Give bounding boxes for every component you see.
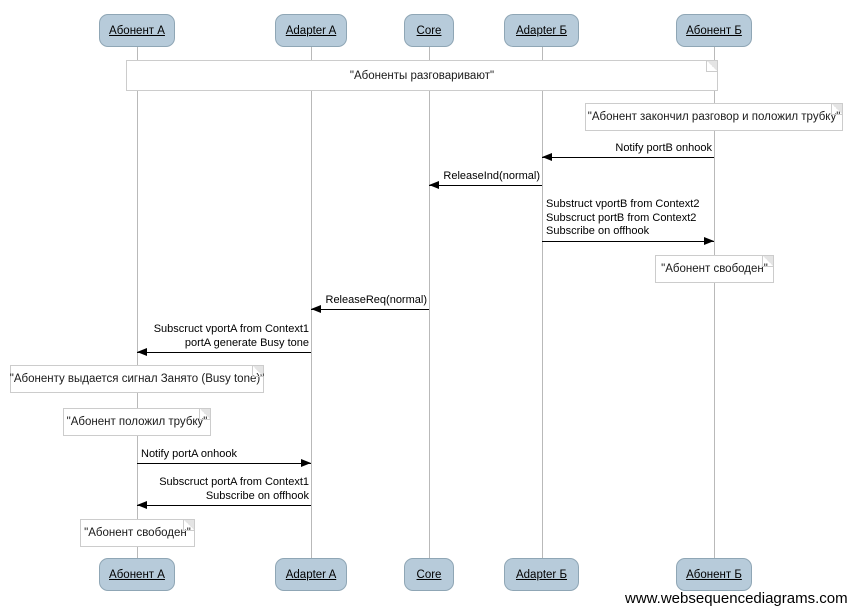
participant-adapter-b-bottom[interactable]: Adapter Б (504, 558, 579, 591)
participant-label: Core (416, 24, 442, 37)
message-line: portA generate Busy tone (184, 336, 309, 349)
arrow-head-right-icon (301, 459, 311, 467)
participant-label: Абонент А (109, 24, 165, 37)
participant-label: Adapter Б (515, 24, 568, 37)
arrow-head-left-icon (429, 181, 439, 189)
participant-label: Core (416, 568, 442, 581)
message-line: Notify portA onhook (141, 448, 238, 460)
arrow-head-left-icon (311, 305, 321, 313)
participant-core-bottom[interactable]: Core (404, 558, 454, 591)
lifeline-adapter-a (311, 47, 312, 558)
arrow-head-left-icon (137, 348, 147, 356)
message-label-context2-ops: Substruct vportB from Context2 Subscruct… (546, 198, 726, 239)
message-arrow-context2-ops (542, 241, 714, 242)
note-fold-corner-icon (831, 104, 842, 115)
participant-label: Adapter Б (515, 568, 568, 581)
note-fold-corner-icon (183, 520, 194, 531)
message-arrow-releaseind-normal (429, 185, 542, 186)
arrow-head-left-icon (542, 153, 552, 161)
note-text: "Абонент свободен" (661, 263, 768, 275)
lifeline-abonent-a (137, 47, 138, 558)
message-line: Substruct vportB from Context2 (546, 198, 700, 210)
message-arrow-busy-tone-ops (137, 352, 311, 353)
participant-adapter-a-bottom[interactable]: Adapter A (275, 558, 347, 591)
participant-label: Абонент А (109, 568, 165, 581)
note-fold-corner-icon (762, 256, 773, 267)
note-text: "Абоненты разговаривают" (349, 69, 495, 82)
participant-core-top[interactable]: Core (404, 14, 454, 47)
message-label-releasereq-normal: ReleaseReq(normal) (311, 294, 428, 308)
arrow-head-right-icon (704, 237, 714, 245)
note-abonent-svoboden-b: "Абонент свободен" (655, 255, 774, 283)
message-line: Subscruct vportA from Context1 (153, 323, 309, 335)
message-label-busy-tone-ops: Subscruct vportA from Context1 portA gen… (137, 323, 309, 350)
note-fold-corner-icon (199, 409, 210, 420)
participant-label: Adapter A (285, 568, 337, 581)
note-abonent-svoboden-a: "Абонент свободен" (80, 519, 195, 547)
lifeline-abonent-b (714, 47, 715, 558)
note-abonent-polozhil-trubku: "Абонент положил трубку" (63, 408, 211, 436)
lifeline-adapter-b (542, 47, 543, 558)
message-label-context1-ops: Subscruct portA from Context1 Subscribe … (137, 476, 309, 503)
message-arrow-releasereq-normal (311, 309, 429, 310)
participant-abonent-a-bottom[interactable]: Абонент А (99, 558, 175, 591)
participant-adapter-b-top[interactable]: Adapter Б (504, 14, 579, 47)
note-abonentu-vydaetsya-signal-zanyato: "Абоненту выдается сигнал Занято (Busy t… (10, 365, 264, 393)
message-line: Subscribe on offhook (546, 225, 650, 237)
message-line: Subscribe on offhook (205, 489, 309, 502)
arrow-head-left-icon (137, 501, 147, 509)
lifeline-core (429, 47, 430, 558)
watermark-link: www.websequencediagrams.com (625, 590, 848, 607)
participant-abonent-b-bottom[interactable]: Абонент Б (676, 558, 752, 591)
note-text: "Абоненту выдается сигнал Занято (Busy t… (9, 373, 265, 385)
participant-abonent-a-top[interactable]: Абонент А (99, 14, 175, 47)
message-line: Subscruct portB from Context2 (546, 211, 697, 224)
participant-label: Adapter A (285, 24, 337, 37)
note-text: "Абонент положил трубку" (66, 416, 208, 428)
message-line: ReleaseReq(normal) (325, 294, 428, 306)
note-fold-corner-icon (706, 61, 717, 72)
note-fold-corner-icon (252, 366, 263, 377)
message-label-notify-portb-onhook: Notify portB onhook (542, 142, 712, 156)
message-arrow-context1-ops (137, 505, 311, 506)
message-line: Subscruct portA from Context1 (159, 476, 309, 488)
message-arrow-notify-porta-onhook (137, 463, 311, 464)
message-label-releaseind-normal: ReleaseInd(normal) (429, 170, 540, 184)
participant-adapter-a-top[interactable]: Adapter A (275, 14, 347, 47)
participant-label: Абонент Б (686, 568, 742, 581)
message-label-notify-porta-onhook: Notify portA onhook (141, 448, 311, 462)
note-abonent-zakonchil-razgovor: "Абонент закончил разговор и положил тру… (585, 103, 843, 131)
note-abonenty-razgovarivayut: "Абоненты разговаривают" (126, 60, 718, 91)
message-line: Notify portB onhook (615, 142, 712, 154)
note-text: "Абонент закончил разговор и положил тру… (587, 111, 841, 123)
note-text: "Абонент свободен" (84, 527, 191, 539)
message-arrow-notify-portb-onhook (542, 157, 714, 158)
participant-label: Абонент Б (686, 24, 742, 37)
message-line: ReleaseInd(normal) (443, 170, 540, 182)
participant-abonent-b-top[interactable]: Абонент Б (676, 14, 752, 47)
